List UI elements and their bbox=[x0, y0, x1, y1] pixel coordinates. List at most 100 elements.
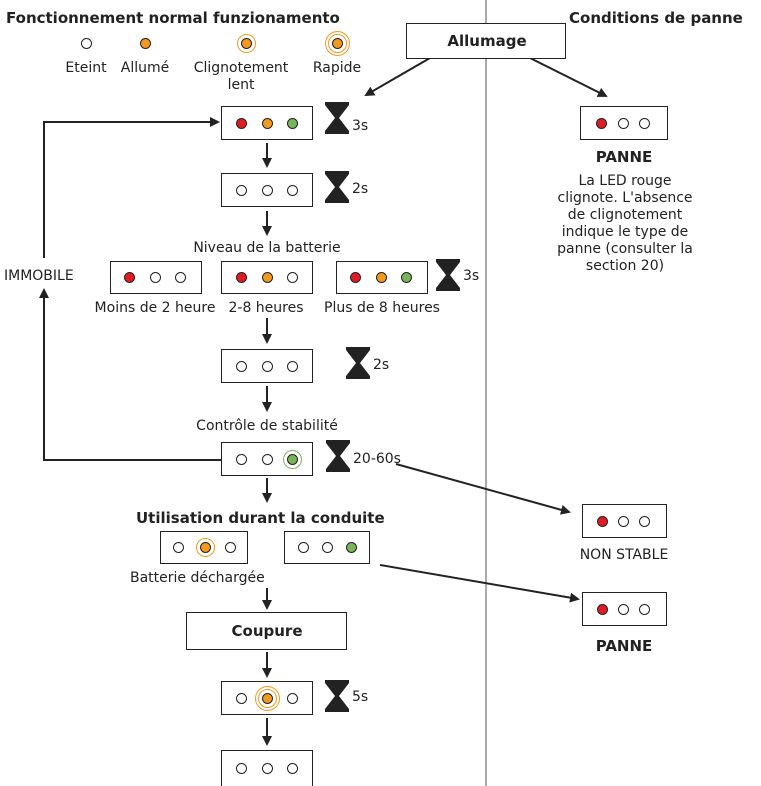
led-green-icon bbox=[401, 272, 412, 283]
led-off-icon bbox=[618, 603, 629, 615]
fault-title-2: PANNE bbox=[595, 637, 653, 655]
timer-5s: 5s bbox=[352, 689, 369, 705]
startup-label: Allumage bbox=[447, 32, 527, 50]
battery-high-panel bbox=[336, 261, 428, 294]
non-stable-panel bbox=[582, 504, 667, 538]
led-off-icon bbox=[262, 184, 273, 196]
led-red-icon bbox=[597, 515, 608, 527]
fault-desc-line: indique le type de bbox=[561, 224, 689, 240]
battery-discharged-label: Batterie déchargée bbox=[130, 570, 265, 586]
led-off-icon bbox=[287, 184, 298, 196]
led-off-icon bbox=[298, 542, 309, 553]
led-off-icon bbox=[287, 360, 298, 372]
legend-off-label: Eteint bbox=[65, 60, 107, 76]
led-off-icon bbox=[639, 117, 650, 129]
led-on-icon bbox=[140, 37, 151, 49]
led-off-icon bbox=[287, 763, 298, 774]
led-off-icon bbox=[236, 763, 247, 774]
legend-on-label: Allumé bbox=[120, 60, 170, 76]
led-off-icon bbox=[225, 542, 236, 553]
led-off-icon bbox=[150, 272, 161, 283]
immobile-label: IMMOBILE bbox=[4, 268, 74, 284]
fault-desc-line: de clignotement bbox=[567, 207, 683, 223]
non-stable-label: NON STABLE bbox=[579, 547, 669, 563]
led-fast-blink-outer-ring-icon bbox=[325, 30, 350, 56]
timer-3s: 3s bbox=[463, 268, 480, 284]
battery-mid-panel bbox=[221, 261, 313, 294]
hourglass-icon bbox=[436, 259, 460, 291]
led-slow-blink-icon bbox=[241, 37, 252, 49]
led-off-icon bbox=[262, 453, 273, 465]
led-off-icon bbox=[175, 272, 186, 283]
driving-normal-panel bbox=[284, 531, 370, 564]
led-off-icon bbox=[287, 692, 298, 704]
battery-low-label: Moins de 2 heure bbox=[94, 300, 216, 316]
legend-slow-label-1: Clignotement bbox=[193, 60, 289, 76]
led-off-icon bbox=[236, 184, 247, 196]
led-red-icon bbox=[236, 117, 247, 129]
led-off-icon bbox=[322, 542, 333, 553]
led-panel-final bbox=[221, 750, 313, 786]
startup-box: Allumage bbox=[406, 23, 566, 59]
led-off-icon bbox=[262, 360, 273, 372]
led-red-icon bbox=[350, 272, 361, 283]
led-orange-icon bbox=[262, 117, 273, 129]
led-panel-step1 bbox=[221, 106, 313, 140]
hourglass-icon bbox=[325, 102, 349, 134]
battery-low-panel bbox=[110, 261, 202, 294]
battery-level-title: Niveau de la batterie bbox=[193, 240, 341, 256]
led-off-icon bbox=[287, 272, 298, 283]
led-orange-icon bbox=[262, 692, 273, 704]
led-off-icon bbox=[236, 453, 247, 465]
fault-conditions-header: Conditions de panne bbox=[569, 9, 743, 27]
led-green-blink-ring-icon bbox=[283, 449, 302, 469]
fault-title: PANNE bbox=[595, 148, 653, 166]
driving-title: Utilisation durant la conduite bbox=[136, 509, 385, 527]
led-slow-blink-ring-icon bbox=[196, 538, 215, 557]
led-fast-blink-icon bbox=[332, 37, 343, 49]
led-fast-blink-ring-icon bbox=[258, 688, 277, 708]
legend-fast-label: Rapide bbox=[312, 60, 362, 76]
led-green-icon bbox=[287, 453, 298, 465]
led-red-icon bbox=[236, 272, 247, 283]
fault-panel bbox=[580, 106, 668, 140]
normal-operation-header: Fonctionnement normal funzionamento bbox=[6, 9, 340, 27]
hourglass-icon bbox=[326, 440, 350, 472]
led-off-icon bbox=[639, 603, 650, 615]
led-red-icon bbox=[596, 117, 607, 129]
timer-20-60s: 20-60s bbox=[353, 451, 401, 467]
fault-desc-line: section 20) bbox=[585, 258, 665, 274]
stability-panel bbox=[221, 442, 313, 476]
timer-3s: 3s bbox=[352, 118, 369, 134]
battery-mid-label: 2-8 heures bbox=[228, 300, 304, 316]
fault-desc-line: La LED rouge bbox=[578, 173, 672, 189]
shutdown-label: Coupure bbox=[231, 622, 303, 640]
led-off-icon bbox=[639, 515, 650, 527]
shutdown-box: Coupure bbox=[186, 612, 347, 650]
led-fast-blink-ring-icon bbox=[328, 33, 347, 53]
led-slow-blink-ring-icon bbox=[237, 33, 256, 53]
led-red-icon bbox=[597, 603, 608, 615]
led-orange-icon bbox=[262, 272, 273, 283]
battery-high-label: Plus de 8 heures bbox=[324, 300, 440, 316]
led-off-icon bbox=[236, 692, 247, 704]
shutdown-blink-panel bbox=[221, 681, 313, 715]
timer-2s: 2s bbox=[373, 357, 390, 373]
fault-desc-line: panne (consulter la bbox=[557, 241, 693, 257]
led-orange-icon bbox=[200, 542, 211, 553]
fault-panel-2 bbox=[582, 592, 667, 626]
led-off-icon bbox=[262, 763, 273, 774]
hourglass-icon bbox=[325, 171, 349, 203]
led-panel-step2 bbox=[221, 173, 313, 207]
legend-slow-label-2: lent bbox=[227, 77, 255, 93]
led-off-icon bbox=[618, 117, 629, 129]
led-off-icon bbox=[81, 37, 92, 49]
led-fast-blink-outer-ring-icon bbox=[255, 685, 280, 711]
led-off-icon bbox=[236, 360, 247, 372]
hourglass-icon bbox=[325, 680, 349, 712]
timer-2s: 2s bbox=[352, 181, 369, 197]
stability-check-title: Contrôle de stabilité bbox=[196, 418, 338, 434]
led-orange-icon bbox=[376, 272, 387, 283]
